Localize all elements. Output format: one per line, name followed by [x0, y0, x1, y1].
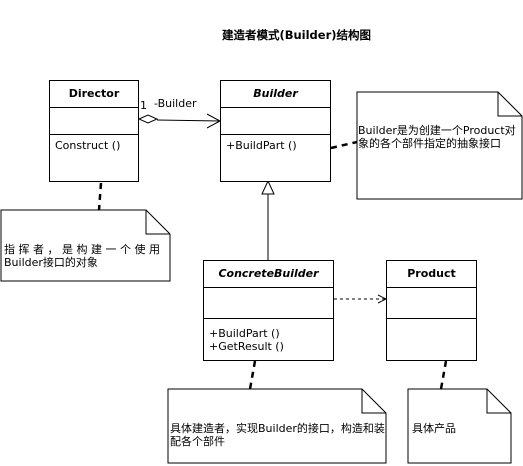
class-product-attributes — [387, 288, 476, 319]
aggregation-diamond — [137, 114, 159, 124]
note-concrete-shape — [167, 388, 387, 464]
note-director-fold — [145, 210, 170, 235]
note-anchor-builder — [330, 140, 358, 150]
association-multiplicity: 1 — [140, 99, 147, 112]
class-director: Director Construct () — [49, 80, 139, 182]
note-product-text: 具体产品 — [412, 422, 456, 435]
note-anchor-product — [439, 360, 448, 390]
note-builder-text: Builder是为创建一个Product对象的各个部件指定的抽象接口 — [358, 124, 516, 150]
operation: +GetResult () — [209, 340, 284, 353]
generalization-triangle — [261, 179, 275, 195]
class-director-operations: Construct () — [50, 135, 138, 156]
class-product-operations — [387, 319, 476, 327]
operation: Construct () — [55, 139, 121, 152]
note-product-fold — [486, 389, 511, 414]
operation: +BuildPart () — [226, 139, 297, 152]
class-director-name: Director — [50, 81, 138, 108]
operation: +BuildPart () — [209, 327, 280, 340]
class-builder-name: Builder — [221, 81, 330, 108]
note-concrete-builder-text: 具体建造者，实现Builder的接口，构造和装配各个部件 — [170, 422, 385, 448]
note-anchor-concrete — [248, 360, 257, 390]
class-builder-operations: +BuildPart () — [221, 135, 330, 156]
class-builder: Builder +BuildPart () — [220, 80, 331, 182]
note-director-text: 指 挥 者 ， 是 构 建 一 个 使 用Builder接口的对象 — [4, 243, 160, 269]
class-concrete-builder-name: ConcreteBuilder — [204, 261, 333, 288]
class-builder-attributes — [221, 108, 330, 135]
class-director-attributes — [50, 108, 138, 135]
note-product-shape — [407, 388, 512, 464]
class-product: Product — [386, 260, 477, 361]
note-builder-shape — [356, 91, 523, 200]
class-product-name: Product — [387, 261, 476, 288]
association-role: -Builder — [154, 97, 197, 110]
note-director-shape — [0, 209, 171, 282]
note-anchor-director — [97, 182, 103, 211]
diagram-title: 建造者模式(Builder)结构图 — [221, 28, 372, 42]
class-concrete-builder-attributes — [204, 288, 333, 319]
class-concrete-builder-operations: +BuildPart () +GetResult () — [204, 319, 333, 357]
aggregation-line — [156, 119, 221, 122]
note-concrete-fold — [361, 389, 386, 414]
note-builder-fold — [497, 92, 522, 117]
class-concrete-builder: ConcreteBuilder +BuildPart () +GetResult… — [203, 260, 334, 361]
